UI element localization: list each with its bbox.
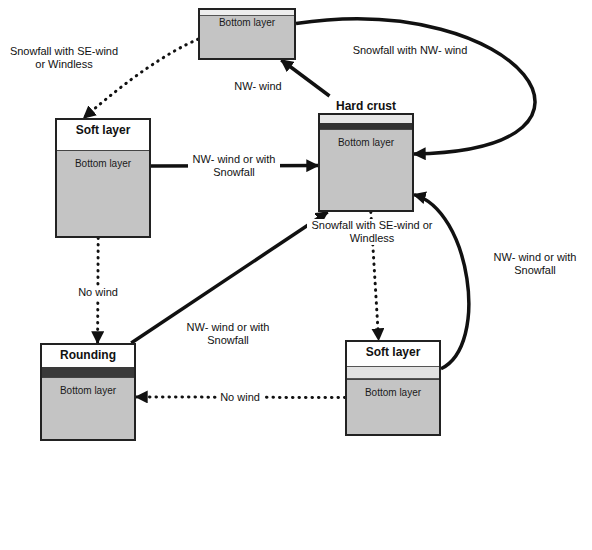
layer-label: Bottom layer [320,130,412,149]
state-box: Soft layerBottom layer [55,118,151,238]
state-box: Bottom layer [198,8,296,60]
surface-strip [200,10,294,16]
layer-label: Bottom layer [42,378,134,397]
edge-label: NW- wind or with Snowfall [180,321,276,347]
bottom-layer-band: Bottom layer [42,377,134,439]
edge-label: NW- wind or with Snowfall [486,251,584,277]
layer-label: Bottom layer [57,151,149,170]
state-heading: Soft layer [57,120,149,137]
surface-strip [347,366,439,379]
edge-label: No wind [218,391,262,404]
edge-label: Snowfall with NW- wind [351,44,470,57]
state-box: Hard crustBottom layer [318,96,414,212]
edge-label: No wind [76,286,120,299]
state-heading: Hard crust [318,96,414,113]
edge-label: NW- wind [232,80,283,93]
edge-label: NW- wind or with Snowfall [188,153,280,179]
layer-label: Bottom layer [347,380,439,399]
edge-label: Snowfall with SE-wind or Windless [5,45,123,71]
crust-band [42,367,134,377]
edge-label: Snowfall with SE-wind or Windless [307,219,437,245]
state-box: Soft layerBottom layer [345,340,441,436]
layer-label: Bottom layer [200,10,294,29]
transition-arrow [281,60,329,96]
state-heading: Rounding [42,345,134,362]
bottom-layer-band: Bottom layer [347,379,439,434]
state-box: RoundingBottom layer [40,343,136,441]
bottom-layer-band: Bottom layer [320,129,412,210]
state-heading: Soft layer [347,342,439,359]
surface-strip [320,115,412,123]
bottom-layer-band: Bottom layer [57,150,149,236]
